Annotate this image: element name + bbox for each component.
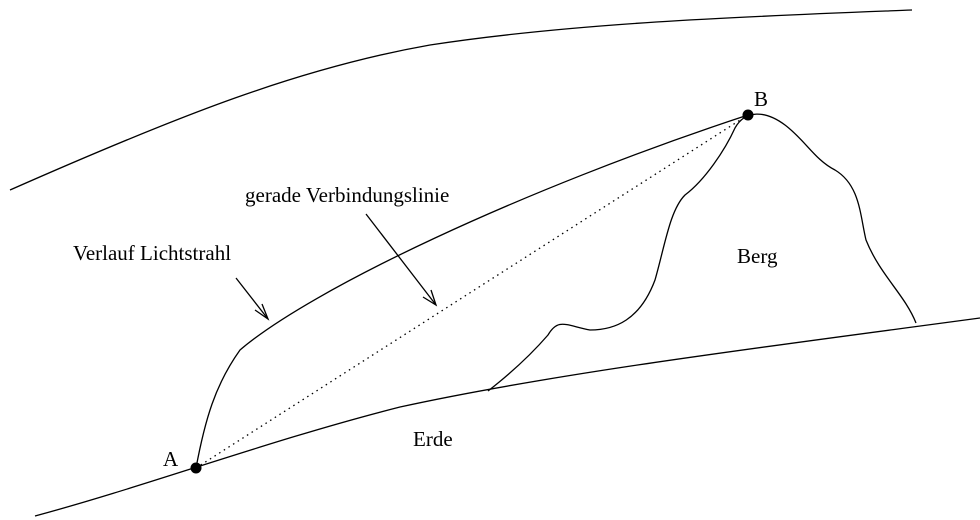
mountain-outline (487, 113, 917, 392)
straight-line-pointer-arrow (365, 213, 438, 307)
point-b-label: B (754, 87, 768, 111)
point-b-marker (742, 109, 754, 121)
point-a-marker (190, 462, 202, 474)
mountain-label: Berg (737, 244, 778, 268)
straight-line-label: gerade Verbindungslinie (245, 183, 449, 207)
light-ray-path (195, 114, 749, 469)
straight-connection-line (195, 114, 749, 469)
light-path-label: Verlauf Lichtstrahl (73, 241, 231, 265)
earth-label: Erde (413, 427, 453, 451)
atmosphere-boundary-curve (9, 9, 913, 191)
earth-surface-curve (34, 317, 980, 517)
light-ray-pointer-arrow (235, 277, 270, 321)
point-a-label: A (163, 447, 179, 471)
